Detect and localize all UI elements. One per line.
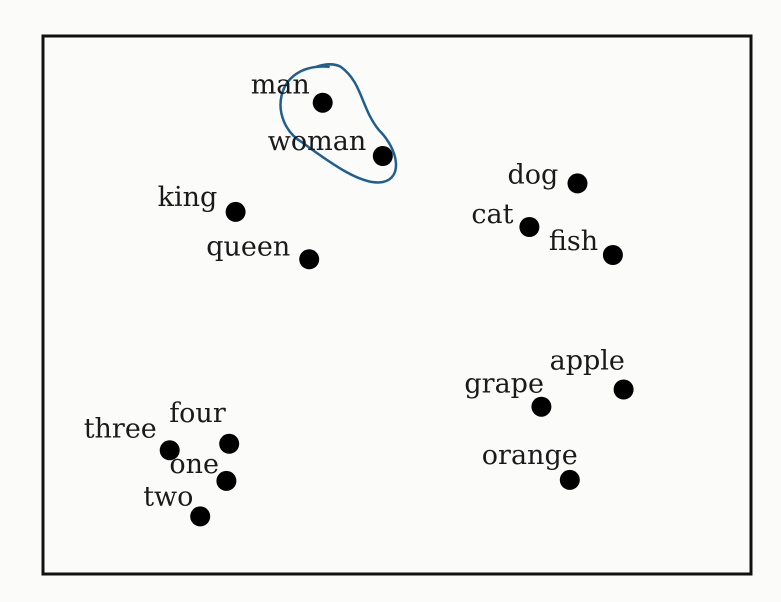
hand-drawn-annotation-loop [279,63,398,184]
point-marker-apple [613,379,634,400]
point-marker-man [312,92,333,113]
point-label-grape: grape [464,369,544,400]
point-marker-four [219,433,240,454]
point-marker-woman [372,146,393,166]
point-marker-one [216,470,237,491]
point-label-fish: fish [549,226,598,257]
point-marker-fish [602,245,623,265]
points-layer [159,92,634,527]
point-marker-cat [519,217,540,237]
point-marker-dog [567,173,588,194]
point-marker-king [225,201,246,222]
point-marker-orange [559,469,580,490]
point-label-orange: orange [482,440,578,471]
point-label-king: king [158,182,218,213]
point-label-cat: cat [471,199,513,230]
point-label-one: one [169,449,219,480]
point-label-woman: woman [268,126,366,157]
point-label-two: two [143,481,193,512]
point-label-man: man [251,70,310,101]
point-marker-queen [299,249,320,270]
point-marker-grape [531,396,552,417]
point-label-queen: queen [206,231,290,262]
plot-frame [41,34,753,576]
point-label-dog: dog [508,159,559,190]
point-label-three: three [84,413,157,444]
point-label-four: four [169,398,226,429]
annotation-layer [279,63,398,184]
point-label-apple: apple [550,346,625,377]
point-marker-three [159,440,180,461]
point-marker-two [190,506,211,527]
